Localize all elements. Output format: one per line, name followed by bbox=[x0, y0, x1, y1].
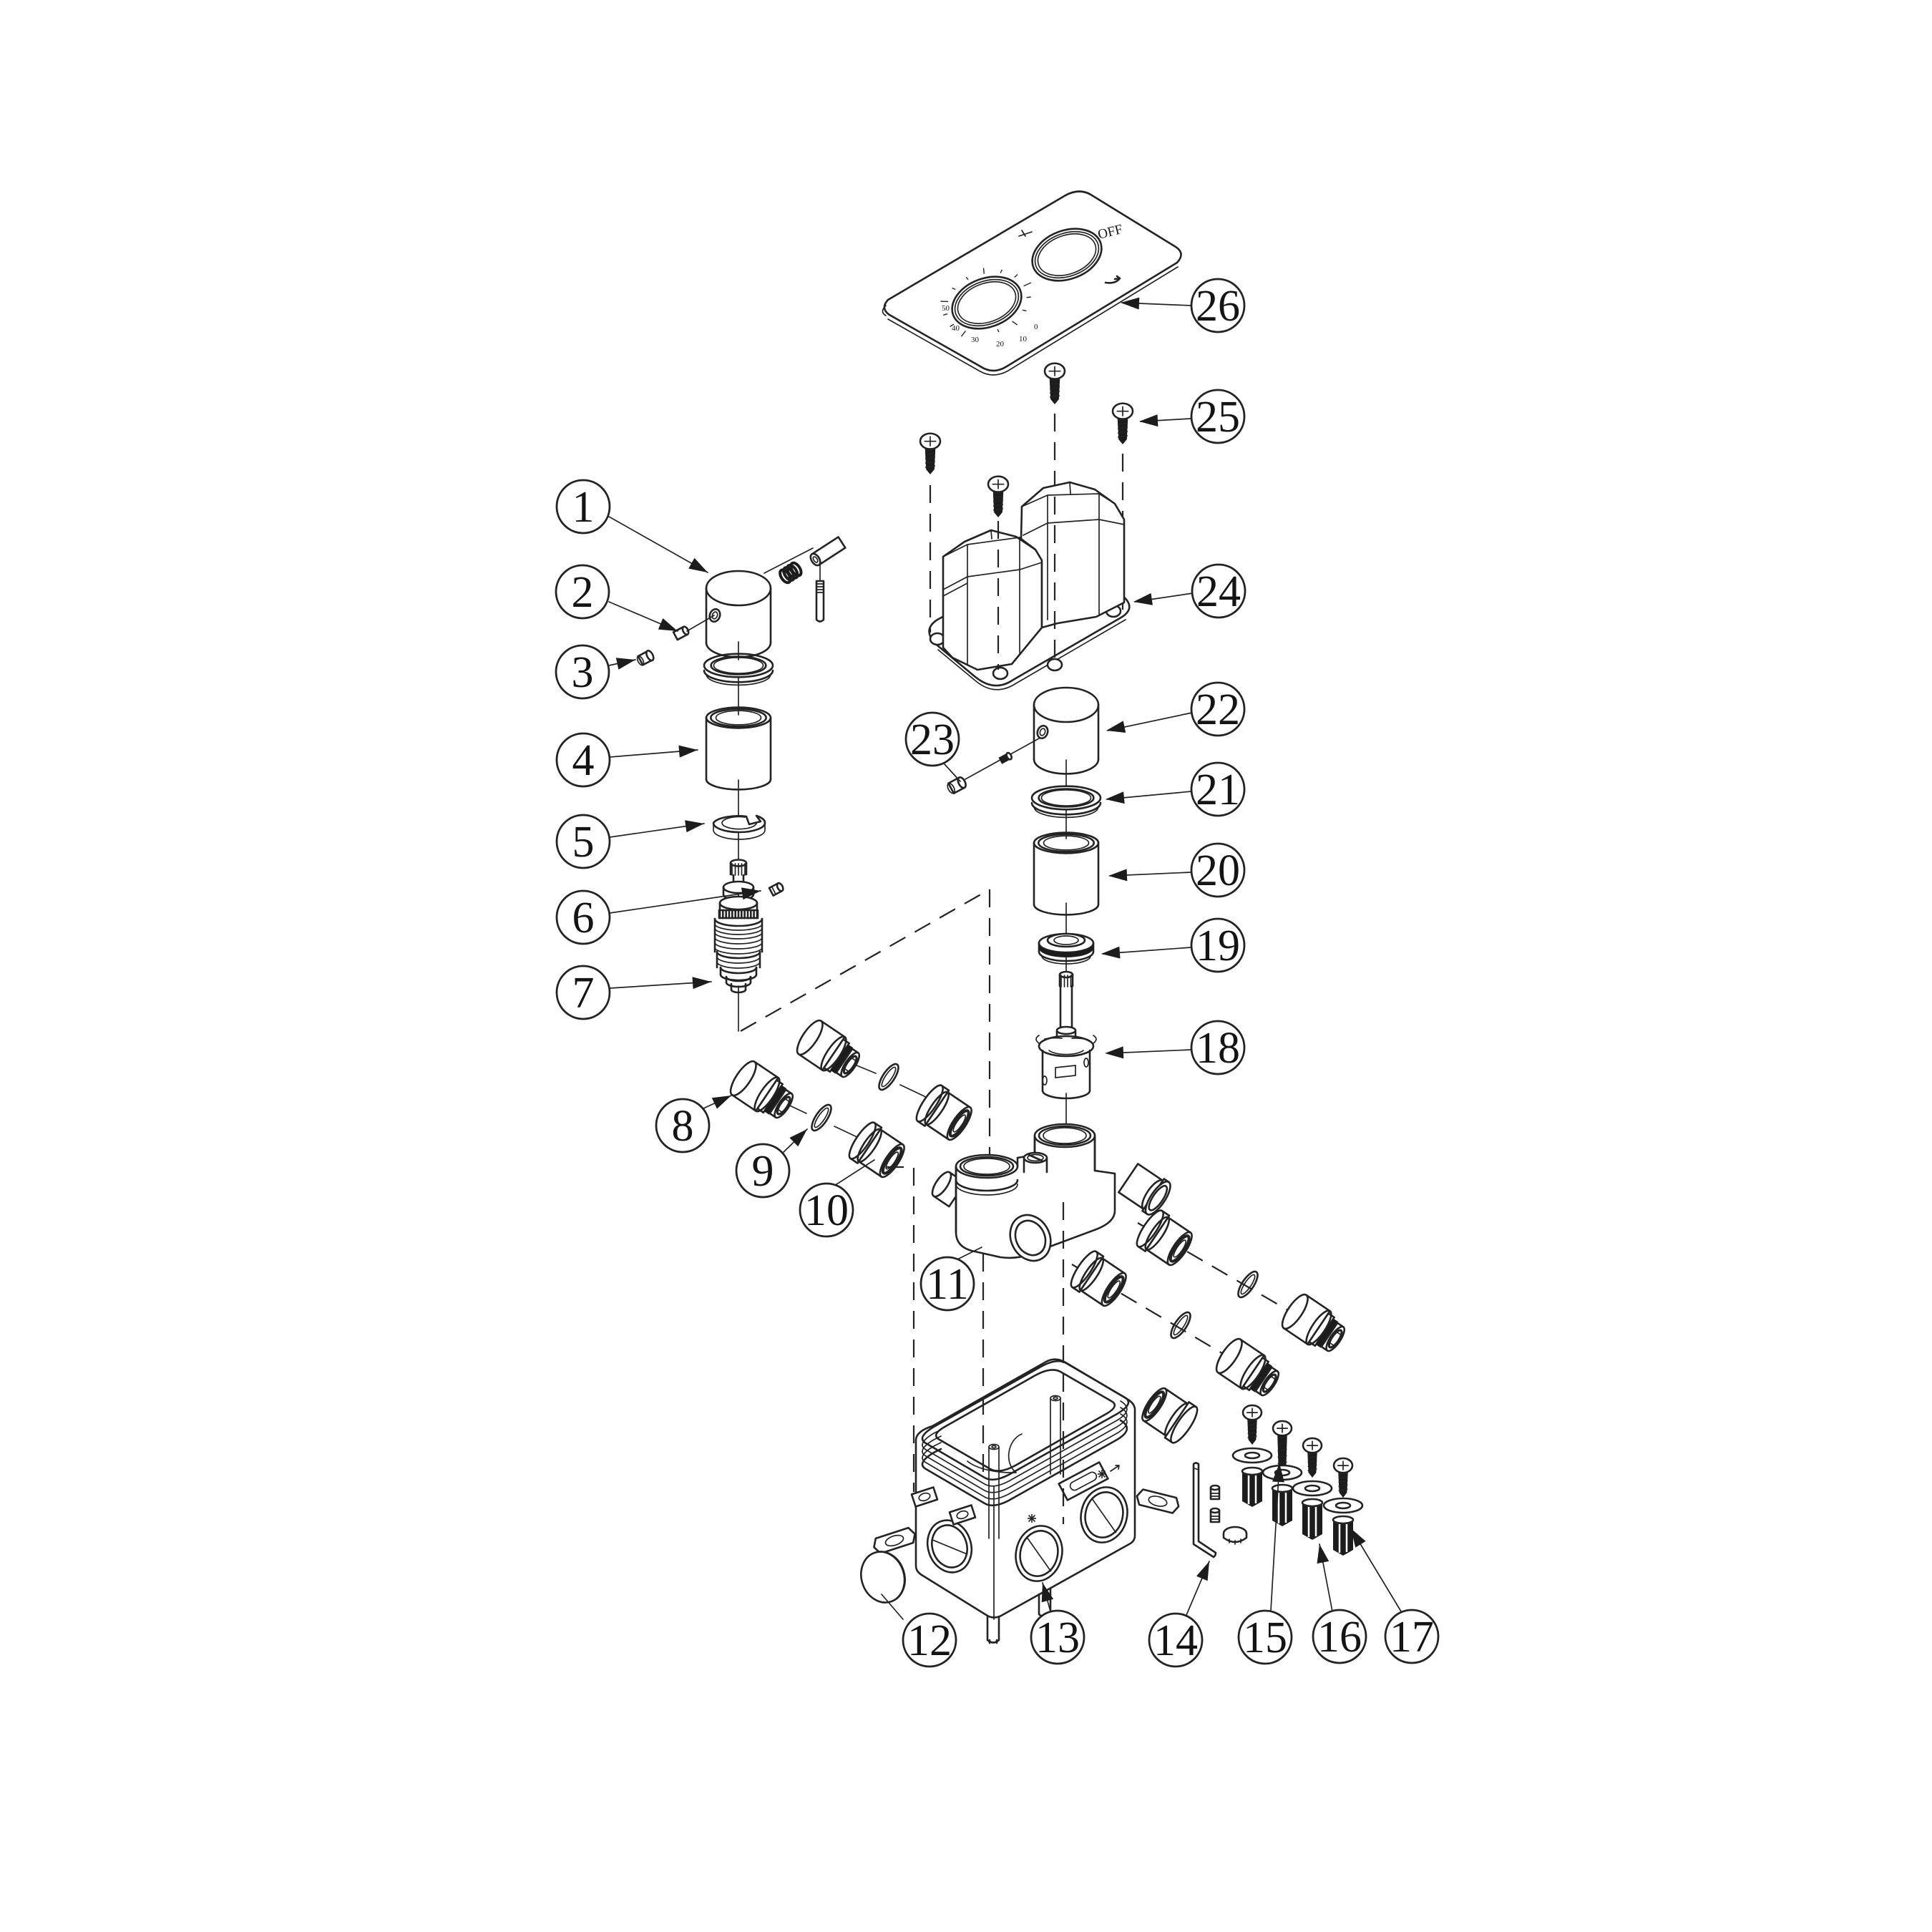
svg-text:4: 4 bbox=[572, 736, 595, 785]
svg-text:10: 10 bbox=[1019, 335, 1028, 343]
svg-text:30: 30 bbox=[971, 336, 980, 344]
svg-text:16: 16 bbox=[1317, 1613, 1362, 1662]
svg-text:21: 21 bbox=[1196, 766, 1240, 814]
svg-text:15: 15 bbox=[1243, 1614, 1287, 1662]
svg-text:23: 23 bbox=[910, 716, 955, 764]
svg-text:5: 5 bbox=[572, 818, 595, 867]
svg-text:22: 22 bbox=[1196, 686, 1240, 734]
svg-text:40: 40 bbox=[952, 324, 960, 333]
svg-text:50: 50 bbox=[942, 304, 950, 313]
svg-text:20: 20 bbox=[1196, 847, 1240, 895]
svg-text:2: 2 bbox=[572, 568, 594, 617]
svg-text:24: 24 bbox=[1196, 567, 1241, 616]
svg-text:9: 9 bbox=[752, 1147, 774, 1196]
svg-text:8: 8 bbox=[672, 1102, 694, 1151]
svg-text:14: 14 bbox=[1153, 1616, 1198, 1665]
svg-text:26: 26 bbox=[1196, 282, 1240, 331]
svg-text:6: 6 bbox=[572, 894, 595, 942]
svg-text:11: 11 bbox=[926, 1260, 969, 1309]
svg-text:7: 7 bbox=[572, 969, 595, 1018]
svg-text:1: 1 bbox=[572, 483, 595, 532]
svg-text:17: 17 bbox=[1390, 1613, 1434, 1662]
svg-text:20: 20 bbox=[996, 340, 1005, 348]
svg-text:0: 0 bbox=[1034, 323, 1038, 331]
svg-text:3: 3 bbox=[572, 648, 594, 697]
svg-text:19: 19 bbox=[1196, 922, 1240, 970]
svg-text:10: 10 bbox=[804, 1186, 849, 1235]
svg-text:12: 12 bbox=[907, 1616, 952, 1665]
svg-text:25: 25 bbox=[1196, 393, 1240, 441]
svg-text:13: 13 bbox=[1035, 1614, 1080, 1662]
svg-text:18: 18 bbox=[1196, 1024, 1240, 1073]
